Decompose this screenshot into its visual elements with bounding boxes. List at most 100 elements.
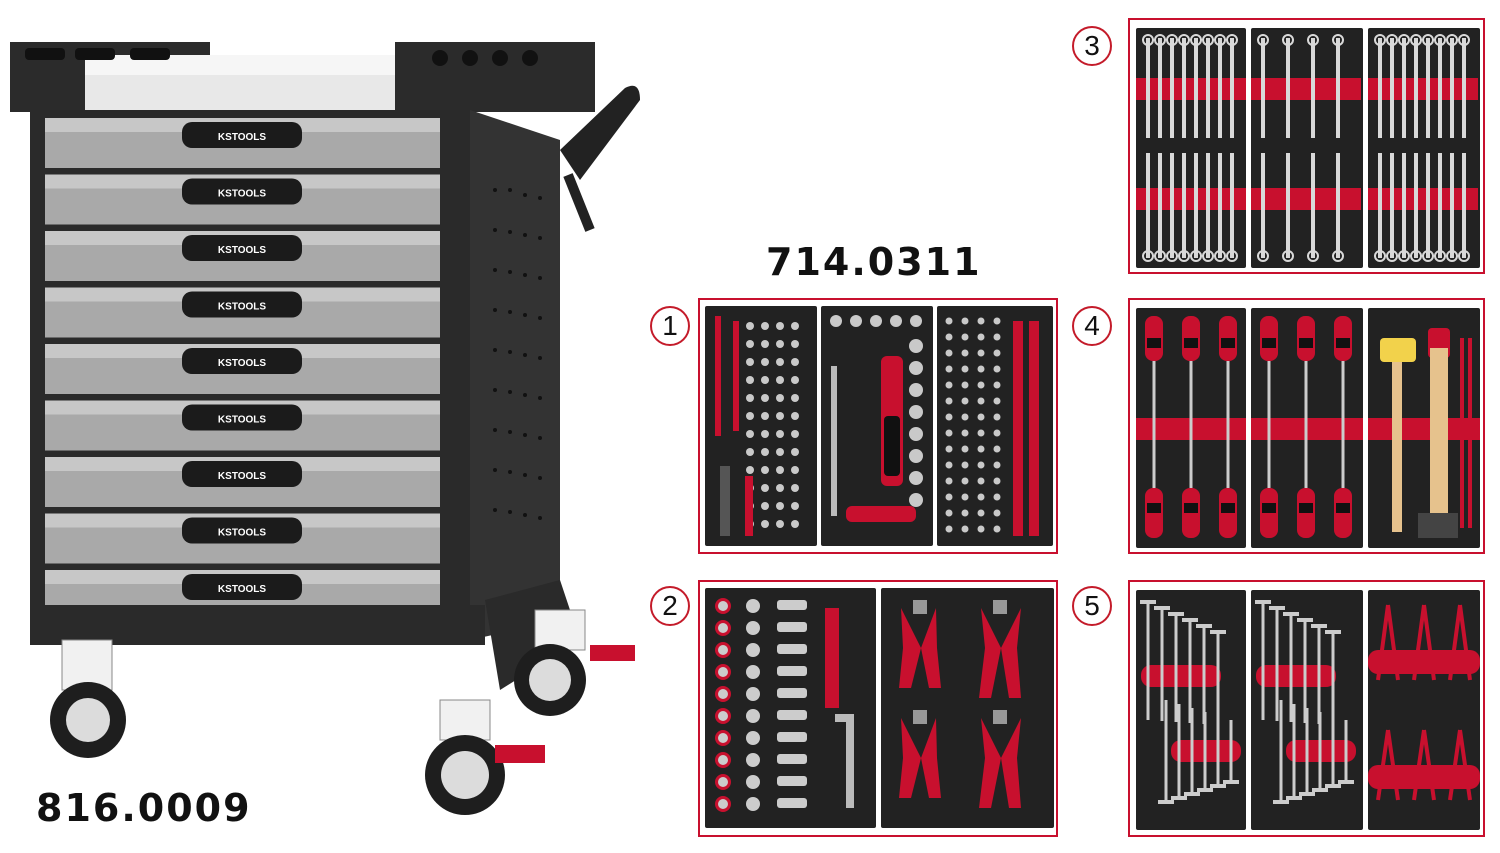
spanner xyxy=(1218,38,1222,138)
bit xyxy=(945,397,953,405)
drawers: KSTOOLSKSTOOLSKSTOOLSKSTOOLSKSTOOLSKSTOO… xyxy=(45,118,440,646)
bit xyxy=(961,381,969,389)
t-handle-bar xyxy=(1299,792,1315,796)
t-handle-bar xyxy=(1184,792,1200,796)
t-handle-shaft xyxy=(1279,700,1283,800)
t-handle-shaft xyxy=(1203,712,1207,788)
tray-screwdrivers-a xyxy=(1136,308,1246,548)
tray-ratchet-set-art xyxy=(830,315,923,522)
screwdriver-grip xyxy=(1336,503,1350,513)
socket xyxy=(890,315,902,327)
spanner-ring xyxy=(1398,34,1410,46)
spanner xyxy=(1414,153,1418,258)
bit xyxy=(961,397,969,405)
socket xyxy=(909,383,923,397)
screwdriver-grip xyxy=(1262,338,1276,348)
spanner-ring xyxy=(1226,34,1238,46)
bit xyxy=(945,461,953,469)
module-2-trays xyxy=(698,580,1058,837)
spanner xyxy=(1194,38,1198,138)
bit xyxy=(961,333,969,341)
bit xyxy=(977,397,985,405)
foam-strip xyxy=(1251,188,1361,210)
bit xyxy=(993,461,1001,469)
socket xyxy=(830,315,842,327)
module-badge-3: 3 xyxy=(1072,26,1112,66)
socket xyxy=(909,339,923,353)
spanner-ring xyxy=(1257,250,1269,262)
spanner-ring xyxy=(1422,250,1434,262)
spanner-ring xyxy=(1214,250,1226,262)
spanner-ring xyxy=(1422,34,1434,46)
drawer-handle xyxy=(182,178,302,205)
bit xyxy=(993,349,1001,357)
spanner xyxy=(1230,38,1234,138)
socket xyxy=(761,430,769,438)
spanner xyxy=(1311,153,1315,258)
socket xyxy=(746,394,754,402)
bit xyxy=(961,461,969,469)
bit xyxy=(961,525,969,533)
t-handle-bar xyxy=(1325,784,1341,788)
bit xyxy=(993,429,1001,437)
t-handle-bar xyxy=(1223,780,1239,784)
caster-wheels xyxy=(50,609,635,815)
drawer-handle xyxy=(182,348,302,374)
t-handle-shaft xyxy=(1164,700,1168,800)
spanner-ring xyxy=(1307,34,1319,46)
socket xyxy=(746,731,760,745)
socket xyxy=(791,322,799,330)
screwdriver-shaft xyxy=(1189,361,1193,441)
socket xyxy=(718,799,728,809)
drawer-brand-label: KSTOOLS xyxy=(218,471,266,482)
socket xyxy=(746,358,754,366)
socket xyxy=(718,777,728,787)
socket xyxy=(791,394,799,402)
socket xyxy=(909,449,923,463)
tray-imperial-sockets-art xyxy=(715,598,854,812)
socket xyxy=(718,733,728,743)
bit xyxy=(945,429,953,437)
socket xyxy=(909,361,923,375)
socket xyxy=(910,315,922,327)
socket xyxy=(761,358,769,366)
spanner xyxy=(1336,153,1340,258)
deep-socket xyxy=(777,798,807,808)
socket xyxy=(718,755,728,765)
socket xyxy=(776,502,784,510)
spanner-ring xyxy=(1154,34,1166,46)
spanner-ring xyxy=(1446,34,1458,46)
spanner-ring xyxy=(1166,34,1178,46)
socket xyxy=(718,667,728,677)
deep-socket xyxy=(777,710,807,720)
socket xyxy=(850,315,862,327)
spanner xyxy=(1426,38,1430,138)
spanner-ring xyxy=(1178,250,1190,262)
t-handle-bar xyxy=(1158,800,1174,804)
module-badge-2: 2 xyxy=(650,586,690,626)
spanner xyxy=(1146,153,1150,258)
bit xyxy=(977,525,985,533)
tray-screwdrivers-b-art xyxy=(1251,316,1363,538)
deep-socket xyxy=(777,732,807,742)
spanner-ring xyxy=(1202,250,1214,262)
spanner xyxy=(1170,38,1174,138)
spanner-ring xyxy=(1386,34,1398,46)
tray-t-handle-keys-b xyxy=(1251,590,1363,830)
tray-combination-spanners-b-art xyxy=(1368,34,1478,262)
spanner-ring xyxy=(1257,34,1269,46)
bit xyxy=(945,477,953,485)
socket xyxy=(718,645,728,655)
tray-bit-set-art xyxy=(945,317,1039,536)
bit xyxy=(977,461,985,469)
socket xyxy=(746,599,760,613)
socket xyxy=(776,412,784,420)
foam-strip xyxy=(1136,78,1246,100)
bit xyxy=(945,349,953,357)
spanner-ring xyxy=(1226,250,1238,262)
bit xyxy=(977,493,985,501)
bit xyxy=(945,493,953,501)
spanner-ring xyxy=(1458,34,1470,46)
bit xyxy=(961,317,969,325)
bit xyxy=(977,365,985,373)
